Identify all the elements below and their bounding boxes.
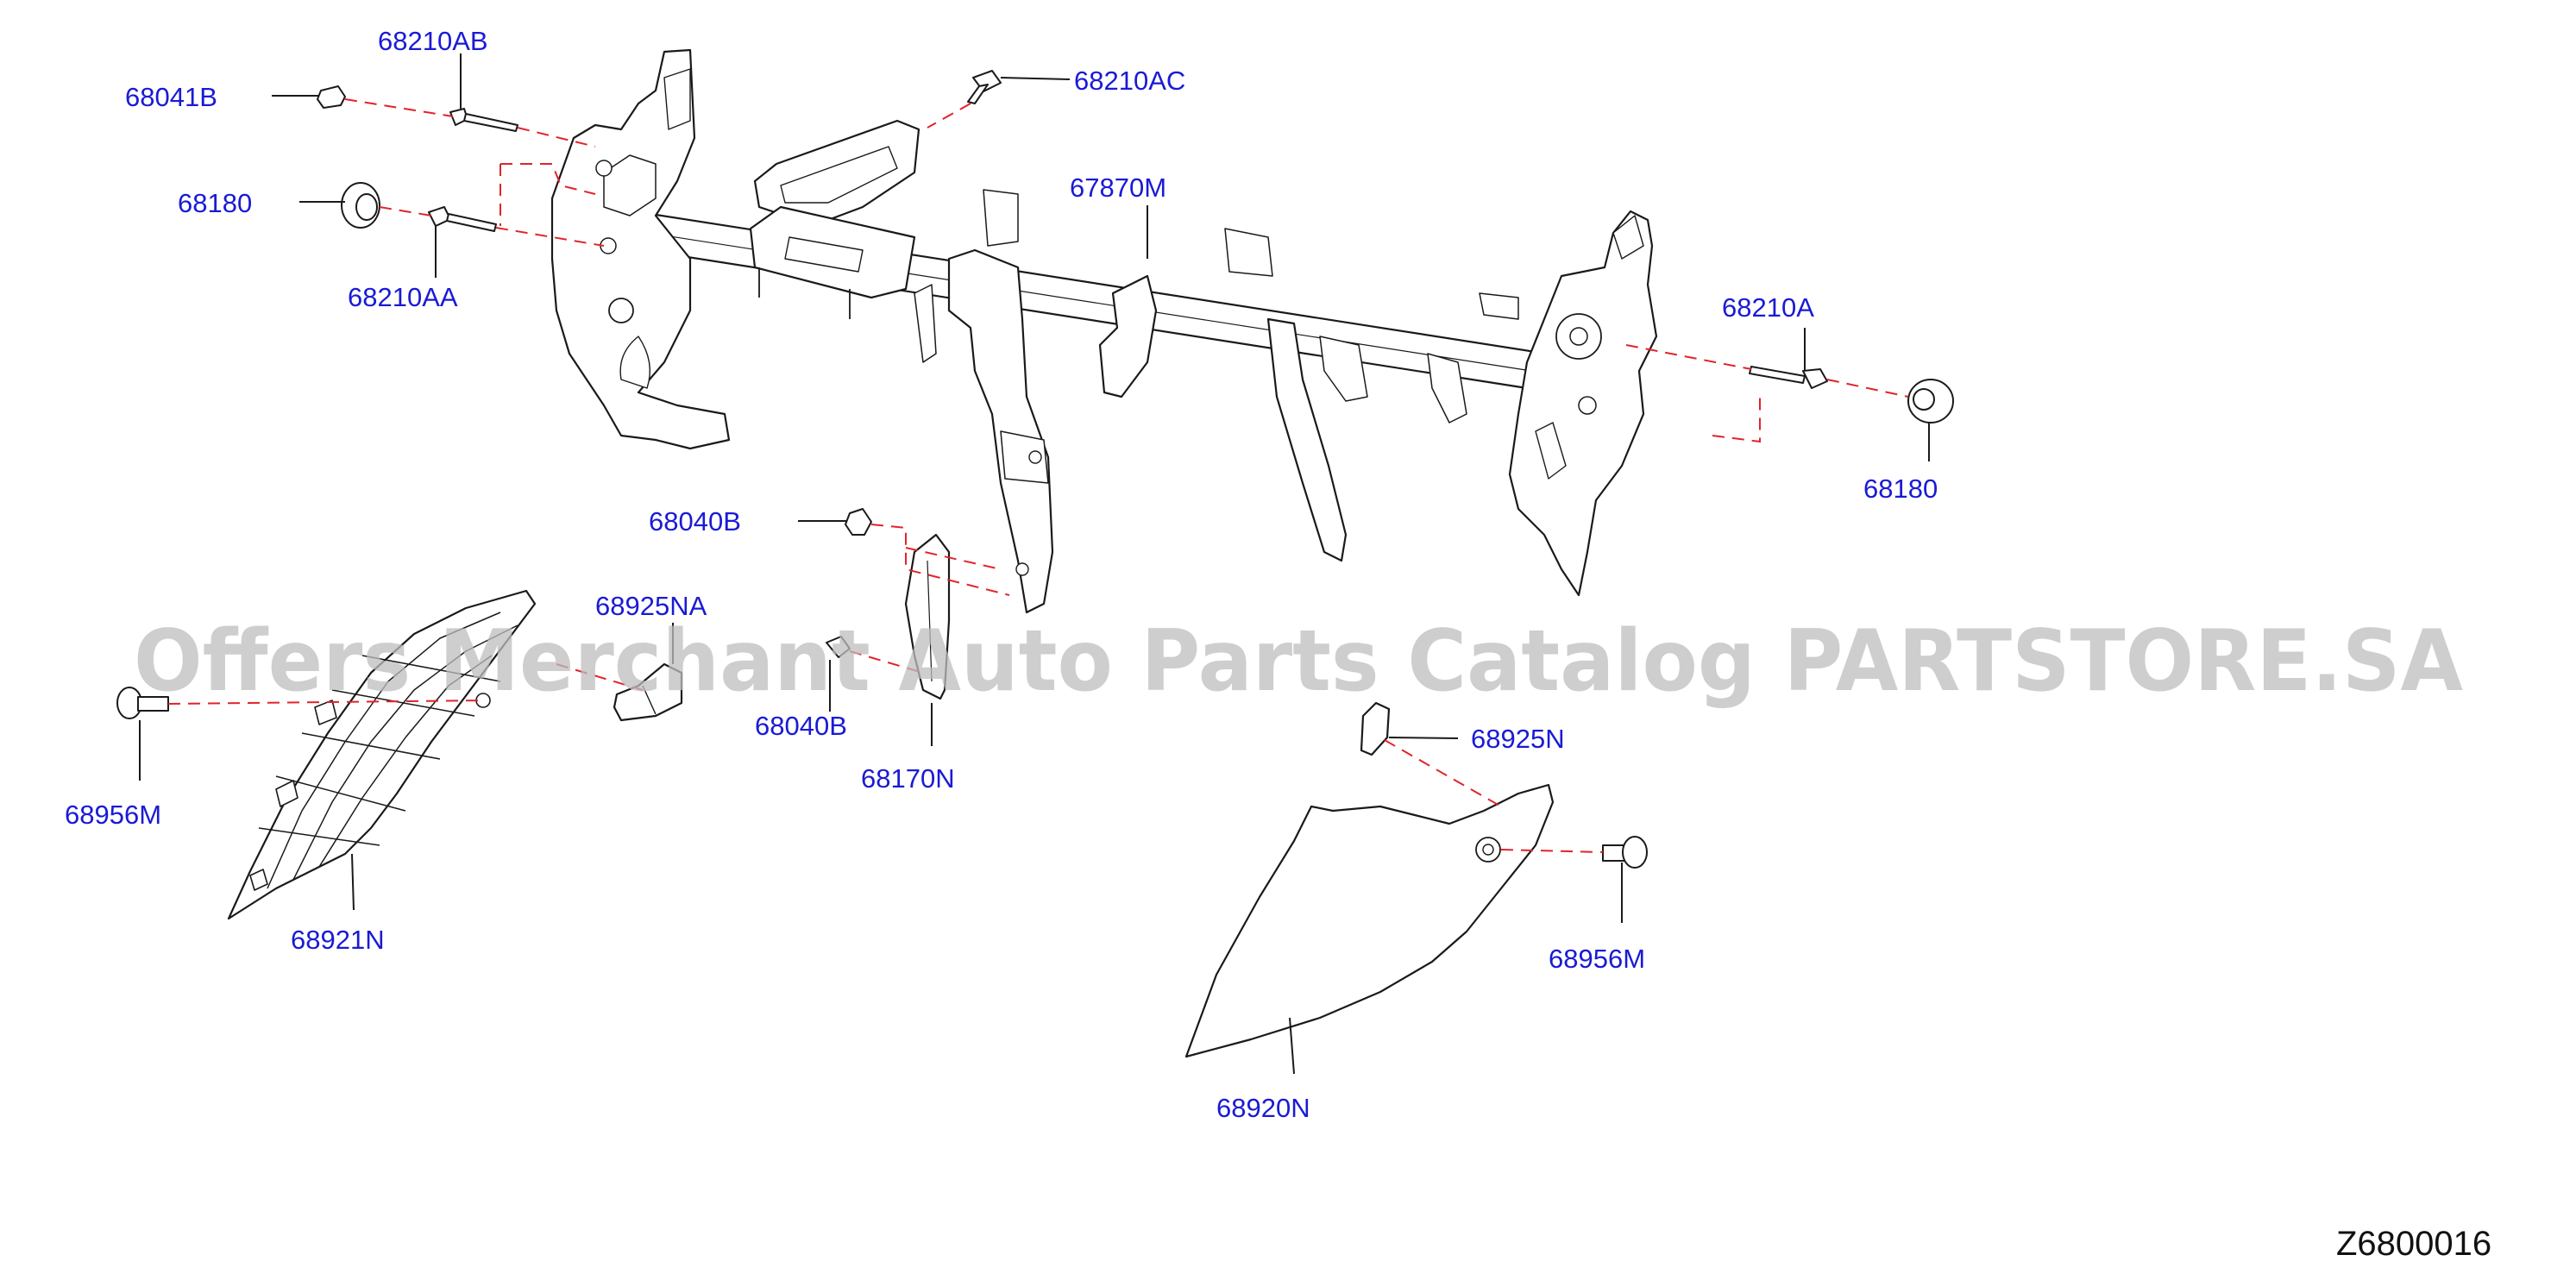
part-label-68170N[interactable]: 68170N <box>861 763 955 794</box>
left-garnish-panel <box>227 589 537 920</box>
bracket-68170N <box>904 533 951 700</box>
bracket-68925N <box>1360 701 1391 756</box>
bolt-68210A <box>1749 366 1828 389</box>
nut-68180-left <box>341 182 380 229</box>
right-garnish-panel <box>1184 783 1555 1058</box>
part-label-68210A[interactable]: 68210A <box>1722 292 1814 323</box>
part-labels: 68210AB 68041B 68210AC 68180 67870M 6821… <box>65 26 1938 1123</box>
bolt-68210AB <box>449 108 518 132</box>
diagram-code: Z6800016 <box>2336 1225 2491 1263</box>
part-label-68180-left[interactable]: 68180 <box>178 188 252 218</box>
part-label-68956M-right[interactable]: 68956M <box>1549 944 1645 974</box>
bolt-68210AA <box>428 206 497 232</box>
part-label-68921N[interactable]: 68921N <box>291 925 385 955</box>
clip-68956M-left <box>116 687 169 719</box>
part-label-67870M[interactable]: 67870M <box>1070 173 1166 203</box>
part-label-68041B[interactable]: 68041B <box>125 82 217 112</box>
clip-68040B-lower <box>826 636 851 658</box>
center-stay-right <box>1266 317 1348 562</box>
assembly-lines <box>167 98 1909 853</box>
fasteners <box>116 70 1954 869</box>
left-side-bracket <box>550 48 731 450</box>
part-label-68920N[interactable]: 68920N <box>1216 1093 1310 1123</box>
watermark-text: Offers Merchant Auto Parts Catalog PARTS… <box>134 612 2463 711</box>
nut-68180-right <box>1907 379 1954 424</box>
part-label-68925N[interactable]: 68925N <box>1471 724 1565 754</box>
part-label-68210AC[interactable]: 68210AC <box>1074 66 1185 96</box>
cross-member-assembly <box>550 48 1658 614</box>
part-label-68956M-left[interactable]: 68956M <box>65 800 161 830</box>
clip-68956M-right <box>1602 836 1648 869</box>
part-label-68040B-lower[interactable]: 68040B <box>755 711 847 741</box>
nut-68040B-upper <box>845 508 872 536</box>
leader-lines <box>139 53 1930 1075</box>
nut-68041B <box>317 85 346 109</box>
steering-support-tube <box>587 204 1537 390</box>
part-label-68925NA[interactable]: 68925NA <box>595 591 707 621</box>
center-bracket <box>1098 274 1158 398</box>
bolt-68210AC <box>967 70 1002 104</box>
part-label-68040B-upper[interactable]: 68040B <box>649 506 741 536</box>
part-label-68210AA[interactable]: 68210AA <box>348 282 458 312</box>
part-label-68180-right[interactable]: 68180 <box>1863 474 1938 504</box>
bracket-68925NA <box>613 662 683 722</box>
part-label-68210AB[interactable]: 68210AB <box>378 26 488 56</box>
